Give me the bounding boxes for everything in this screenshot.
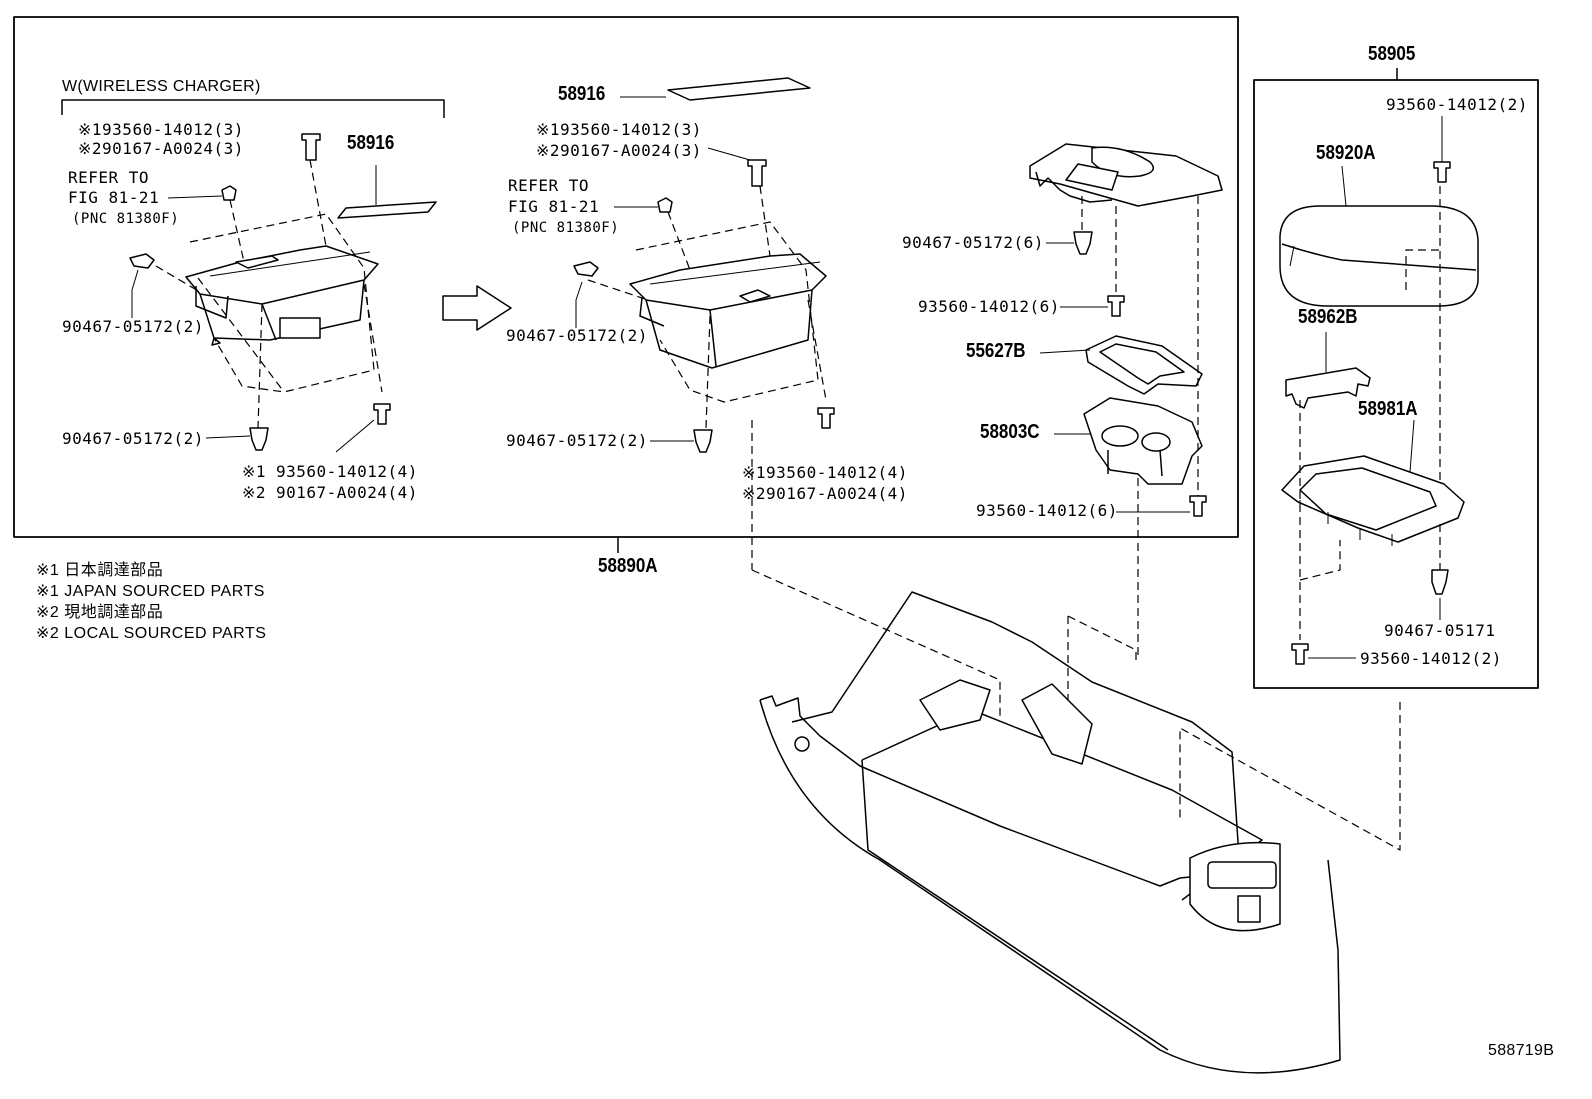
- screw-middle-top: [747, 159, 767, 187]
- wireless-bracket: [61, 99, 445, 118]
- note-2-jp: ※2 現地調達部品: [36, 604, 164, 621]
- left-refer-1: REFER TO: [68, 168, 150, 187]
- right-screw-6-a: 93560-14012(6): [918, 297, 1060, 316]
- left-screw-bottom-2: 90167-A0024(4): [276, 483, 418, 502]
- cap-middle: [657, 197, 673, 213]
- screw-side-bottom: [1291, 643, 1309, 665]
- left-screw-mark-1: ※1: [242, 462, 267, 481]
- figure-id: 588719B: [1488, 1042, 1555, 1059]
- transition-arrow: [442, 285, 512, 331]
- left-clip-side: 90467-05172(2): [62, 317, 204, 336]
- clip-left-side: [129, 253, 155, 269]
- side-part-58981A: 58981A: [1358, 398, 1418, 420]
- assembly-58890A: 58890A: [598, 555, 658, 577]
- clip-left-bottom: [249, 427, 269, 451]
- garnish-55627B: [1085, 335, 1203, 395]
- middle-fastener-top-1: ※193560-14012(3): [536, 120, 702, 139]
- left-screw-bottom-1: 93560-14012(4): [276, 462, 418, 481]
- side-part-58920A: 58920A: [1316, 142, 1376, 164]
- right-part-58803C: 58803C: [980, 421, 1040, 443]
- note-1-en: ※1 JAPAN SOURCED PARTS: [36, 583, 265, 600]
- middle-clip-side: 90467-05172(2): [506, 326, 648, 345]
- console-box-middle: [629, 77, 827, 369]
- assembly-58905: 58905: [1368, 43, 1416, 65]
- side-assembly-frame: [1253, 79, 1539, 689]
- left-refer-3: (PNC 81380F): [72, 211, 180, 227]
- middle-screw-bottom-2: ※290167-A0024(4): [742, 484, 908, 503]
- side-clip: 90467-05171: [1384, 621, 1496, 640]
- shift-bezel: [1029, 143, 1223, 207]
- right-screw-6-b: 93560-14012(6): [976, 501, 1118, 520]
- middle-refer-2: FIG 81-21: [508, 197, 600, 216]
- console-box-wireless: [185, 165, 437, 346]
- tray-58981A: [1281, 455, 1465, 546]
- clip-side: [1431, 569, 1449, 595]
- left-fastener-top-1: ※193560-14012(3): [78, 120, 244, 139]
- middle-screw-bottom-1: ※193560-14012(4): [742, 463, 908, 482]
- middle-refer-1: REFER TO: [508, 176, 590, 195]
- middle-fastener-top-2: ※290167-A0024(3): [536, 141, 702, 160]
- screw-middle-bottom: [817, 407, 835, 429]
- left-part-58916: 58916: [347, 132, 395, 154]
- center-console: [759, 591, 1341, 1074]
- side-screw-bottom: 93560-14012(2): [1360, 649, 1502, 668]
- note-2-en: ※2 LOCAL SOURCED PARTS: [36, 625, 267, 642]
- middle-refer-3: (PNC 81380F): [512, 220, 620, 236]
- middle-part-58916: 58916: [558, 83, 606, 105]
- screw-side-top: [1433, 161, 1451, 183]
- screw-right-a: [1107, 295, 1125, 317]
- left-screw-mark-2: ※2: [242, 483, 267, 502]
- right-clip-6: 90467-05172(6): [902, 233, 1044, 252]
- left-clip-bottom: 90467-05172(2): [62, 429, 204, 448]
- screw-left-bottom: [373, 403, 391, 425]
- holder-58803C: [1083, 397, 1203, 485]
- cap-left: [221, 185, 237, 201]
- hinge-58962B: [1285, 367, 1371, 409]
- left-fastener-top-2: ※290167-A0024(3): [78, 139, 244, 158]
- clip-right: [1073, 231, 1093, 255]
- clip-middle-side: [573, 261, 599, 277]
- side-screw-top: 93560-14012(2): [1386, 95, 1528, 114]
- clip-middle-bottom: [693, 429, 713, 453]
- screw-left-top: [301, 133, 321, 161]
- left-refer-2: FIG 81-21: [68, 188, 160, 207]
- middle-clip-bottom: 90467-05172(2): [506, 431, 648, 450]
- side-part-58962B: 58962B: [1298, 306, 1358, 328]
- armrest-58920A: [1279, 205, 1479, 307]
- wireless-charger-title: W(WIRELESS CHARGER): [62, 78, 261, 95]
- screw-right-b: [1189, 495, 1207, 517]
- note-1-jp: ※1 日本調達部品: [36, 562, 164, 579]
- right-part-55627B: 55627B: [966, 340, 1026, 362]
- main-assembly-frame: [13, 16, 1239, 538]
